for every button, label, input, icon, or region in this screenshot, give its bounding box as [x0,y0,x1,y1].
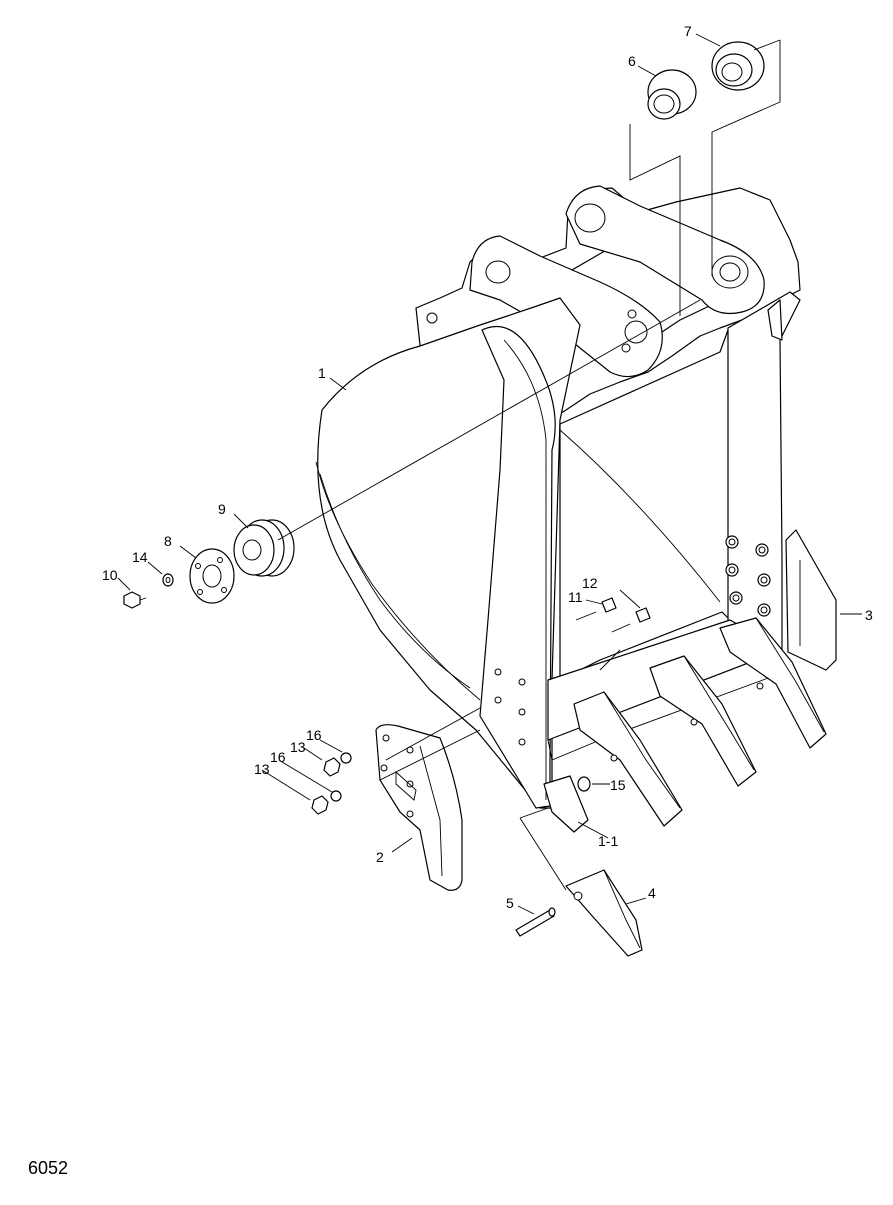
right-side-tab [767,299,783,341]
bolt-11 [601,597,617,613]
tooth-adapter [543,775,589,833]
callout-6: 6 [628,53,636,69]
side-plate-strip [479,325,556,809]
callout-15: 15 [610,777,626,793]
callout-16-lower: 16 [270,749,286,765]
right-pin-lug [565,185,765,315]
right-lug-bore [574,203,606,233]
side-cutter-right [785,529,837,671]
callout-11: 11 [568,589,583,605]
bushing-7 [711,41,765,91]
assembly-lines [277,39,781,891]
nut-13-lower [311,795,329,815]
tooth-4 [565,869,643,957]
bolt-12 [635,607,651,623]
tooth-1 [573,691,683,827]
callout-8: 8 [164,533,172,549]
boss-9 [233,519,295,577]
bushing-6 [647,69,697,120]
pin-5 [515,909,555,937]
callout-1-1: 1-1 [598,833,618,849]
callout-3: 3 [865,607,873,623]
drawing-code: 6052 [28,1158,68,1178]
callout-7: 7 [684,23,692,39]
bucket-teeth [543,617,827,833]
callout-2: 2 [376,849,384,865]
callout-14: 14 [132,549,148,565]
nut-13-upper [323,757,341,777]
callout-4: 4 [648,885,656,901]
bucket-assembly [315,185,801,809]
callout-16-upper: 16 [306,727,322,743]
washer-16-upper [340,752,352,764]
left-lug-bore [485,260,511,284]
leader-lines [117,33,862,915]
callout-5: 5 [506,895,514,911]
washer-15 [577,776,591,792]
left-lug-lower-bore [624,320,648,344]
callout-12: 12 [582,575,598,591]
callout-10: 10 [102,567,118,583]
callout-9: 9 [218,501,226,517]
callout-13-lower: 13 [254,761,270,777]
washer-16-lower [330,790,342,802]
bolt-10 [123,591,141,609]
plate-8 [189,548,235,604]
callout-labels: 1 1-1 2 3 4 5 6 7 8 9 10 11 12 13 13 14 … [102,23,873,911]
tooth-3 [719,617,827,749]
callout-13-upper: 13 [290,739,306,755]
callout-1: 1 [318,365,326,381]
side-cutter-left [375,724,463,891]
tooth-2 [649,655,757,787]
right-side-bolts [725,535,771,617]
